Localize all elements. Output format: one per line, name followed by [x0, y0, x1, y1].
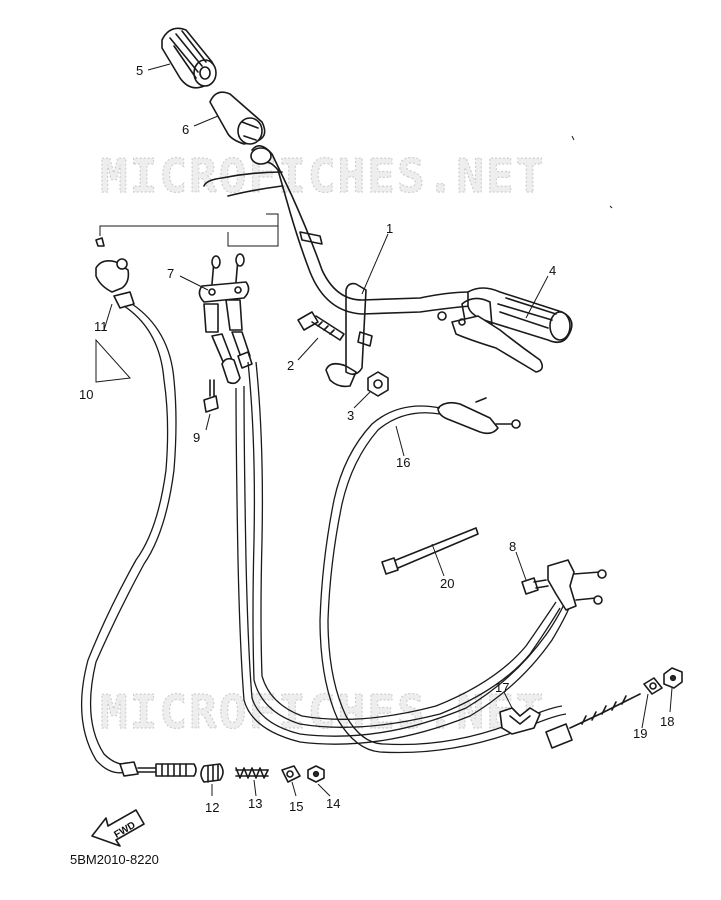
- callout-11: 11: [94, 319, 108, 334]
- callout-12: 12: [205, 800, 219, 815]
- callout-15: 15: [289, 799, 303, 814]
- callout-3: 3: [347, 408, 354, 423]
- callout-13: 13: [248, 796, 262, 811]
- scan-mark: [571, 135, 575, 141]
- callout-14: 14: [326, 796, 340, 811]
- part-5-grip-left[interactable]: [161, 27, 217, 89]
- part-9-bolt[interactable]: [203, 379, 219, 413]
- callouts: 1 2 3 4 5 6 7 8 9 10 11 12 13 14 15 16 1…: [79, 63, 674, 815]
- part-19-collar[interactable]: [643, 677, 663, 695]
- cable-routing-line: [99, 213, 279, 236]
- fwd-arrow-icon: FWD: [91, 809, 145, 847]
- part-4-grip-right[interactable]: [437, 287, 573, 373]
- part-11-cable-holder[interactable]: [95, 237, 135, 309]
- part-14-nut[interactable]: [307, 765, 325, 783]
- part-13-spring[interactable]: [235, 767, 269, 779]
- throttle-cables-run: [235, 361, 571, 745]
- cable-routing-line-2: [227, 226, 279, 247]
- callout-4: 4: [549, 263, 556, 278]
- part-2-bolt[interactable]: [297, 311, 345, 341]
- part-10-clutch-cable[interactable]: [81, 303, 197, 777]
- callout-20: 20: [440, 576, 454, 591]
- part-3-nut[interactable]: [367, 371, 389, 397]
- callout-16: 16: [396, 455, 410, 470]
- callout-2: 2: [287, 358, 294, 373]
- part-6-throttle-grip[interactable]: [209, 91, 266, 145]
- part-1-handlebar[interactable]: [203, 145, 471, 388]
- part-8-bracket[interactable]: [521, 559, 607, 611]
- leader-lines: [95, 63, 673, 797]
- callout-8: 8: [509, 539, 516, 554]
- callout-17: 17: [495, 680, 509, 695]
- watermark-top: MICROFICHES.NET: [100, 149, 545, 203]
- part-16-cable[interactable]: [319, 397, 641, 754]
- callout-5: 5: [136, 63, 143, 78]
- part-12-adjuster[interactable]: [200, 763, 224, 783]
- part-15-collar[interactable]: [281, 765, 301, 783]
- part-20-cable-tie[interactable]: [381, 527, 479, 575]
- callout-6: 6: [182, 122, 189, 137]
- diagram-code: 5BM2010-8220: [70, 852, 159, 867]
- callout-18: 18: [660, 714, 674, 729]
- callout-9: 9: [193, 430, 200, 445]
- part-18-nut[interactable]: [663, 667, 683, 689]
- part-17-holder[interactable]: [499, 707, 541, 735]
- part-7-throttle-cable[interactable]: [198, 253, 253, 385]
- watermark-bottom: MICROFICHES.NET: [100, 685, 545, 739]
- callout-1: 1: [386, 221, 393, 236]
- callout-19: 19: [633, 726, 647, 741]
- callout-10: 10: [79, 387, 93, 402]
- scan-mark-2: [609, 205, 613, 209]
- callout-7: 7: [167, 266, 174, 281]
